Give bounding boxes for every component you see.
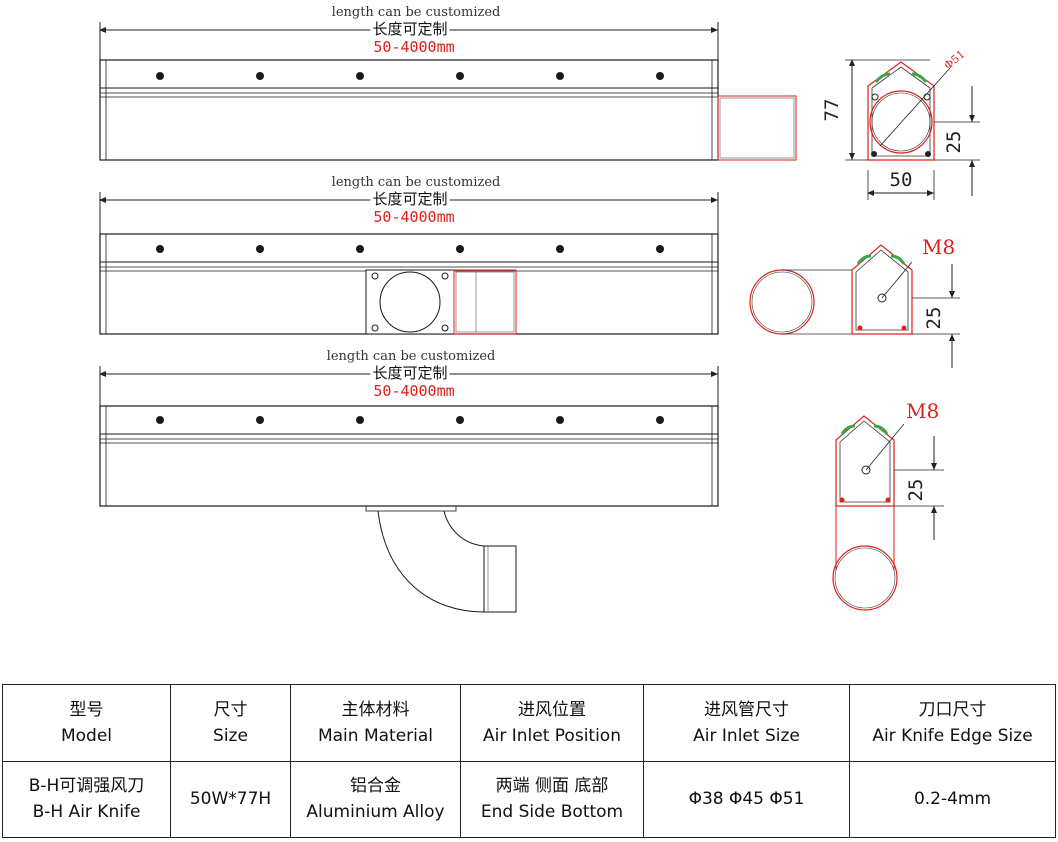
thread-label: M8 — [922, 235, 955, 259]
length-note-en: length can be customized — [332, 5, 501, 20]
length-note-en: length can be customized — [327, 349, 496, 364]
front-view-end-inlet: length can be customized 长度可定制 50-4000mm — [99, 5, 797, 161]
edge-offset-dimension: 25 — [943, 131, 965, 154]
bolt-row — [156, 72, 664, 80]
bolt-row — [156, 245, 664, 253]
front-view-bottom-inlet: length can be customized 长度可定制 50-4000mm — [99, 349, 719, 613]
inlet-bore — [869, 90, 933, 154]
section-view-3: M8 25 — [832, 399, 944, 611]
bolt-row — [156, 416, 664, 424]
cell-size: 50W*77H — [170, 760, 291, 838]
width-dimension: 50 — [890, 169, 913, 191]
length-note-cn: 长度可定制 — [372, 190, 447, 208]
end-inlet-pipe — [717, 95, 797, 161]
length-note-en: length can be customized — [332, 175, 501, 190]
thread-label: M8 — [906, 399, 939, 423]
length-note-cn: 长度可定制 — [372, 20, 447, 38]
side-inlet-flange — [365, 269, 455, 335]
edge-offset-dimension: 25 — [905, 479, 927, 502]
length-note-cn: 长度可定制 — [372, 364, 447, 382]
height-dimension: 77 — [821, 99, 843, 122]
technical-drawing: length can be customized 长度可定制 50-4000mm… — [99, 5, 980, 613]
length-range: 50-4000mm — [373, 208, 454, 226]
section-view-2: M8 25 — [749, 235, 960, 368]
section-view-1: 77 Φ51 50 25 — [821, 48, 980, 200]
cell-inlet-size: Φ38 Φ45 Φ51 — [643, 760, 850, 838]
profile-outline — [867, 61, 935, 161]
front-view-side-inlet: length can be customized 长度可定制 50-4000mm — [99, 175, 719, 335]
cell-edge-size: 0.2-4mm — [849, 760, 1056, 838]
length-range: 50-4000mm — [373, 38, 454, 56]
phi-label: Φ51 — [942, 48, 968, 73]
length-range: 50-4000mm — [373, 382, 454, 400]
edge-offset-dimension: 25 — [923, 307, 945, 330]
bottom-inlet-elbow — [377, 510, 485, 613]
